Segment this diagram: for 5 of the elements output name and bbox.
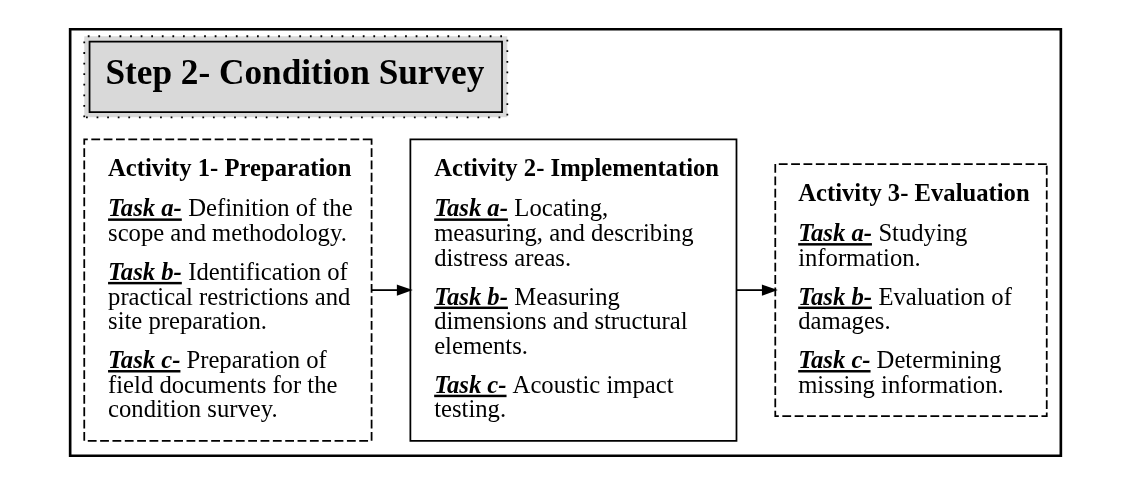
node-box: Activity 2- Implementation Task a- Locating, measuring, and describing distress areas. Task b- Measuring dimensions and structural elements. Task c- Acoustic impact testing. <box>409 138 737 442</box>
arrow <box>370 284 413 296</box>
node-box: Activity 1- Preparation Task a- Definition of the scope and methodology. Task b- Identification of practical restrictions and site preparation. Task c- Preparation of field documents for the condition survey. <box>82 138 372 442</box>
node-box: Activity 3- Evaluation Task a- Studying information. Task b- Evaluation of damages. Task c- Determining missing information. <box>773 163 1048 417</box>
arrow <box>735 284 778 296</box>
